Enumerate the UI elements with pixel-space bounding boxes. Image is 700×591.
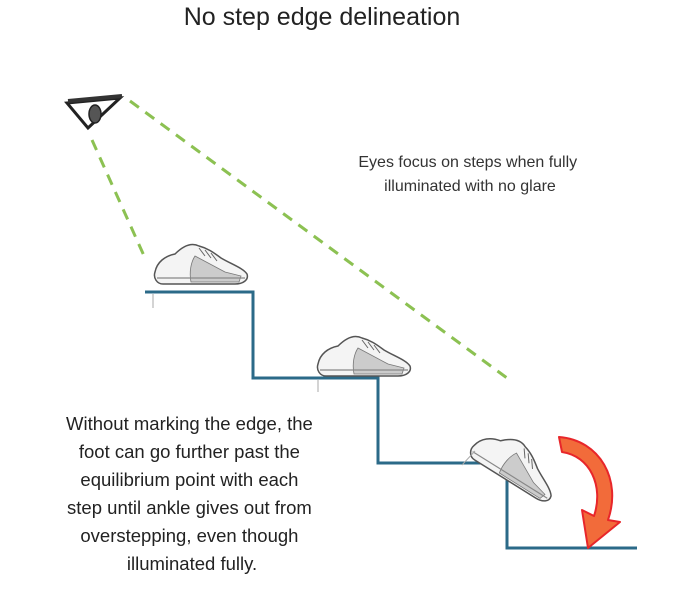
sightline-far — [129, 99, 508, 380]
sightline-near — [90, 139, 147, 259]
rotation-arrow-icon — [558, 436, 621, 549]
shoe-overstep-icon — [466, 421, 568, 506]
staircase — [145, 290, 637, 550]
eye-icon — [64, 94, 125, 131]
shoe-icon — [316, 335, 412, 377]
diagram-title: No step edge delineation — [184, 3, 461, 31]
shoe-icon — [153, 243, 249, 285]
step-tick — [461, 450, 476, 466]
focus-note: Eyes focus on steps when fully illuminat… — [358, 154, 581, 195]
caption: Without marking the edge, the foot can g… — [66, 413, 318, 574]
